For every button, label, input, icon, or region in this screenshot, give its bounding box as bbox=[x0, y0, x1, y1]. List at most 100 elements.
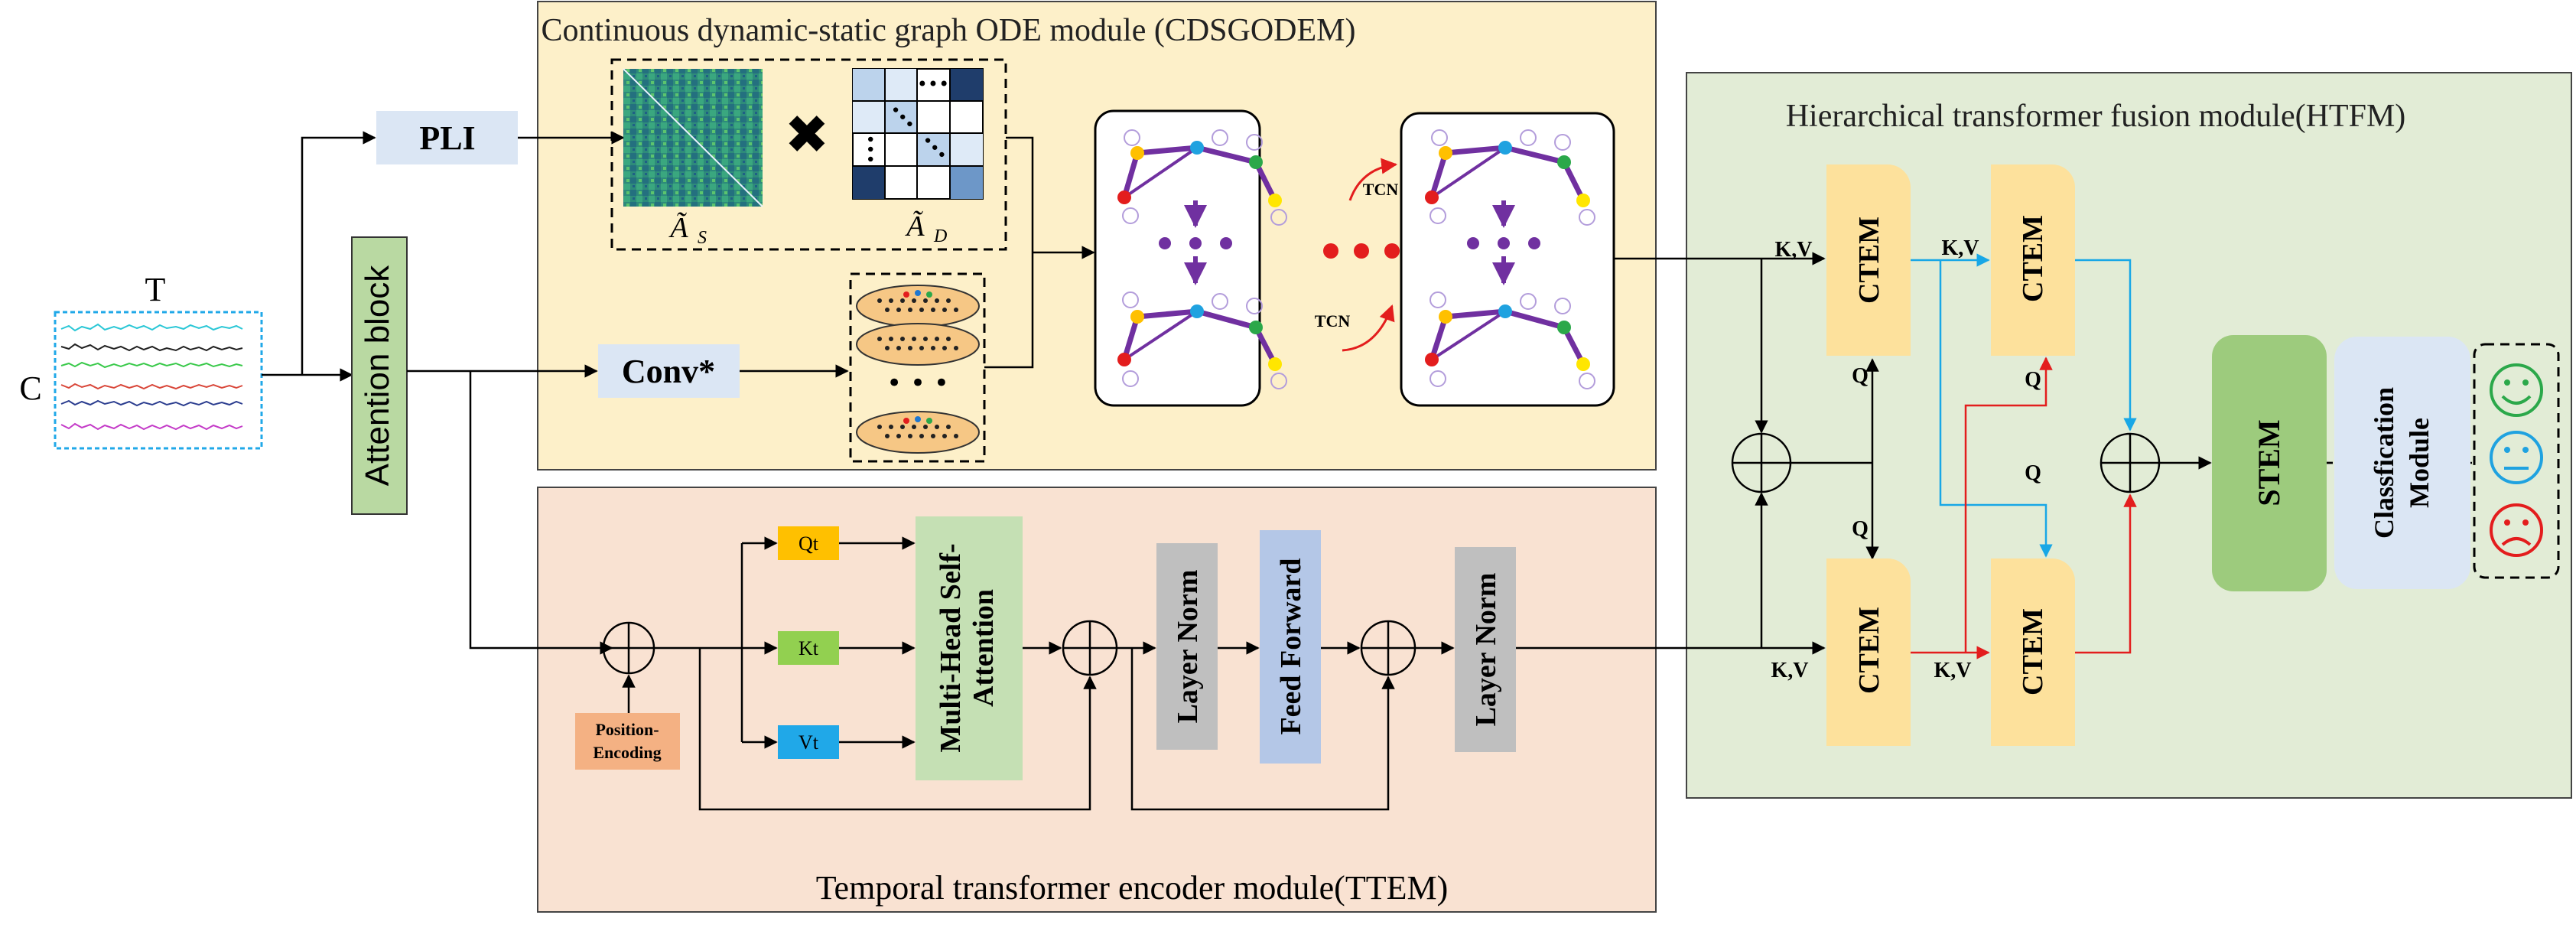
red-q-up-route bbox=[1964, 357, 2053, 653]
conv-label: Conv* bbox=[622, 353, 715, 390]
q-label-right-mid: Q bbox=[2025, 461, 2041, 485]
svg-text:D: D bbox=[933, 226, 947, 246]
qt-box bbox=[778, 526, 839, 560]
graph-state-1-top bbox=[1117, 129, 1287, 226]
scalp-maps-dashed-frame bbox=[849, 272, 986, 463]
feed-forward-label: Feed Forward bbox=[1275, 558, 1307, 734]
neutral-face-icon bbox=[2490, 431, 2543, 484]
stem-box bbox=[2212, 335, 2327, 591]
residual-add-plus-1 bbox=[1063, 621, 1117, 675]
scalp-map-1 bbox=[856, 285, 980, 327]
q-label-left-top: Q bbox=[1852, 364, 1869, 388]
static-matrix-label: Ã S bbox=[668, 212, 707, 248]
kv-label-top-right: K,V bbox=[1942, 236, 1979, 260]
attention-block bbox=[351, 236, 408, 515]
vt-box bbox=[778, 725, 839, 759]
vt-label: Vt bbox=[798, 731, 819, 754]
position-encoding-line1: Position- bbox=[595, 720, 659, 739]
svg-text:•••: ••• bbox=[860, 135, 879, 164]
q-label-left-bottom: Q bbox=[1852, 517, 1869, 541]
eeg-trace-6 bbox=[60, 422, 243, 431]
happy-face-icon bbox=[2490, 363, 2543, 417]
kv-label-top-left: K,V bbox=[1775, 238, 1813, 262]
layer-norm-label-2: Layer Norm bbox=[1470, 573, 1502, 727]
emotion-output-frame bbox=[2473, 343, 2560, 579]
multi-head-self-attention-box bbox=[916, 516, 1023, 780]
blue-to-fusion-route bbox=[2075, 259, 2137, 431]
eeg-trace-3 bbox=[60, 361, 243, 369]
ctem-box-top-right bbox=[1991, 164, 2075, 356]
pli-box bbox=[376, 111, 518, 164]
graph-state-2-top bbox=[1425, 129, 1595, 226]
dynamic-matrix-label: Ã D bbox=[904, 210, 947, 246]
red-to-fusion-route bbox=[2075, 493, 2137, 654]
eeg-trace-5 bbox=[60, 399, 243, 407]
evolution-red-dots bbox=[1323, 243, 1400, 259]
adjacency-dashed-frame bbox=[610, 58, 1007, 251]
scalp-map-2 bbox=[856, 323, 980, 366]
htfm-fusion-plus-right bbox=[2101, 434, 2159, 492]
htfm-fusion-plus-left bbox=[1732, 434, 1791, 492]
position-encoding-box bbox=[575, 713, 680, 770]
cdsgodem-title: Continuous dynamic-static graph ODE modu… bbox=[541, 13, 1355, 48]
attention-block-label: Attention block bbox=[359, 265, 396, 487]
attention-to-ttem-line bbox=[469, 371, 613, 655]
htfm-title: Hierarchical transformer fusion module(H… bbox=[1786, 99, 2406, 134]
position-add-plus bbox=[603, 623, 654, 673]
stem-label: STEM bbox=[2252, 419, 2286, 506]
graph-state-1-dots bbox=[1159, 237, 1232, 249]
eeg-input: T C bbox=[19, 271, 263, 450]
tcn-label-bottom: TCN bbox=[1315, 311, 1351, 330]
heatmap-diagonal bbox=[623, 68, 763, 207]
ctem-label-top-left: CTEM bbox=[1853, 217, 1885, 304]
dynamic-adjacency-grid: ••• ••• ••• ••• bbox=[852, 68, 984, 200]
time-axis-label: T bbox=[145, 271, 166, 308]
classification-label-line2: Module bbox=[2404, 418, 2435, 508]
layer-norm-box-2 bbox=[1455, 547, 1516, 752]
graph-state-box-1 bbox=[1094, 109, 1261, 407]
eeg-trace-1 bbox=[60, 323, 243, 332]
residual-2-line bbox=[1130, 648, 1395, 811]
kv-label-bottom-left: K,V bbox=[1771, 659, 1809, 682]
sad-face-icon bbox=[2490, 503, 2543, 557]
tcn-curve-arrow-top bbox=[1348, 158, 1398, 201]
ctem-box-bottom-right bbox=[1991, 558, 2075, 746]
multiply-icon: ✖ bbox=[785, 103, 830, 166]
pli-label: PLI bbox=[419, 119, 475, 157]
ctem-box-top-left bbox=[1826, 164, 1911, 356]
graph-state-1-bottom bbox=[1117, 291, 1287, 389]
kt-label: Kt bbox=[798, 637, 819, 659]
scalp-map-3 bbox=[856, 411, 980, 454]
residual-add-plus-2 bbox=[1361, 621, 1415, 675]
ctem-box-bottom-left bbox=[1826, 558, 1911, 746]
layer-norm-label-1: Layer Norm bbox=[1172, 570, 1204, 724]
classification-module-box bbox=[2334, 337, 2470, 589]
kv-label-bottom-right: K,V bbox=[1934, 659, 1972, 682]
ctem-label-top-right: CTEM bbox=[2017, 215, 2049, 302]
ttem-title: Temporal transformer encoder module(TTEM… bbox=[816, 869, 1448, 907]
layer-norm-box-1 bbox=[1156, 543, 1218, 750]
svg-text:Ã: Ã bbox=[668, 212, 688, 244]
feed-forward-box bbox=[1260, 530, 1321, 764]
classification-label-line1: Classfication bbox=[2369, 387, 2399, 539]
ctem-label-bottom-left: CTEM bbox=[1853, 607, 1885, 694]
tcn-curve-arrow-bottom bbox=[1342, 304, 1395, 352]
residual-1-line bbox=[698, 648, 1097, 811]
conv-box bbox=[598, 344, 740, 398]
blue-q-down-route bbox=[1939, 260, 2053, 558]
q-label-right-top: Q bbox=[2025, 368, 2041, 392]
eeg-trace-4 bbox=[60, 383, 243, 390]
svg-text:S: S bbox=[698, 228, 707, 248]
tcn-label-top: TCN bbox=[1363, 180, 1399, 199]
ctem-label-bottom-right: CTEM bbox=[2017, 608, 2049, 695]
qt-label: Qt bbox=[798, 532, 819, 555]
graph-state-2-bottom bbox=[1425, 291, 1595, 389]
kt-box bbox=[778, 631, 839, 665]
position-encoding-line2: Encoding bbox=[593, 743, 661, 762]
eeg-trace-2 bbox=[60, 343, 243, 352]
scalp-ellipsis: • • • bbox=[886, 368, 949, 399]
graph-state-2-dots bbox=[1467, 237, 1540, 249]
input-to-pli-arrow bbox=[301, 131, 376, 375]
mhsa-label-line2: Attention bbox=[968, 589, 1000, 707]
